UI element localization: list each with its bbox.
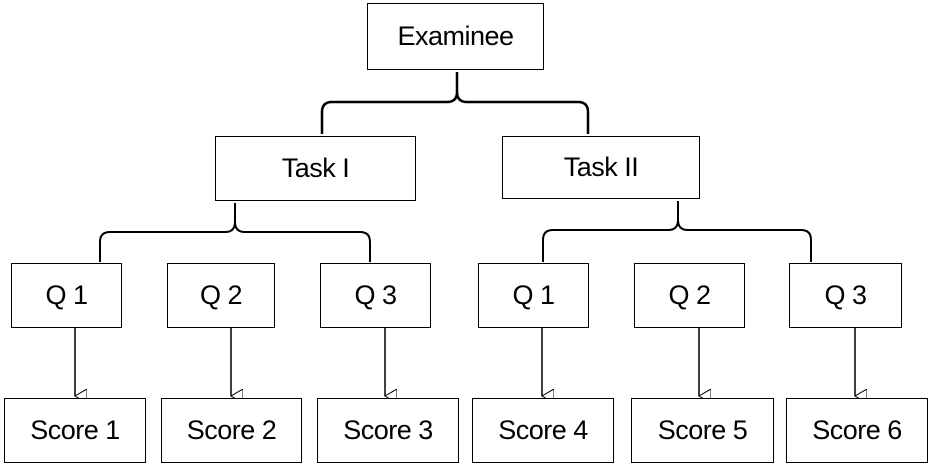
score-label: Score 6 — [812, 415, 902, 445]
brace-task1-to-questions — [99, 203, 371, 262]
task-2-label: Task II — [563, 152, 639, 182]
score-5-node: Score 5 — [631, 398, 774, 463]
task-2-question-2-node: Q 2 — [634, 263, 745, 328]
brace-task2-to-questions — [542, 201, 812, 262]
task-2-node: Task II — [502, 136, 700, 199]
brace-examinee-to-tasks — [320, 72, 590, 134]
examinee-label: Examinee — [397, 21, 514, 51]
score-2-node: Score 2 — [161, 398, 302, 463]
score-label: Score 2 — [186, 415, 277, 445]
task-1-node: Task I — [215, 136, 416, 201]
examinee-node: Examinee — [367, 3, 544, 70]
task-2-question-3-node: Q 3 — [789, 263, 902, 328]
question-label: Q 2 — [668, 280, 711, 310]
score-3-node: Score 3 — [317, 398, 459, 463]
question-label: Q 1 — [45, 280, 88, 310]
score-6-node: Score 6 — [786, 398, 928, 463]
score-label: Score 3 — [343, 415, 433, 445]
question-label: Q 3 — [824, 280, 867, 310]
score-1-node: Score 1 — [4, 398, 146, 463]
task-1-label: Task I — [281, 153, 350, 183]
score-label: Score 4 — [498, 415, 588, 445]
task-1-question-2-node: Q 2 — [167, 263, 275, 328]
score-label: Score 1 — [30, 415, 120, 445]
score-label: Score 5 — [657, 415, 748, 445]
question-label: Q 3 — [354, 280, 397, 310]
score-4-node: Score 4 — [472, 398, 614, 463]
task-1-question-1-node: Q 1 — [11, 263, 122, 328]
task-2-question-1-node: Q 1 — [478, 263, 589, 328]
question-label: Q 1 — [512, 280, 555, 310]
task-1-question-3-node: Q 3 — [320, 263, 431, 328]
question-label: Q 2 — [199, 280, 243, 310]
